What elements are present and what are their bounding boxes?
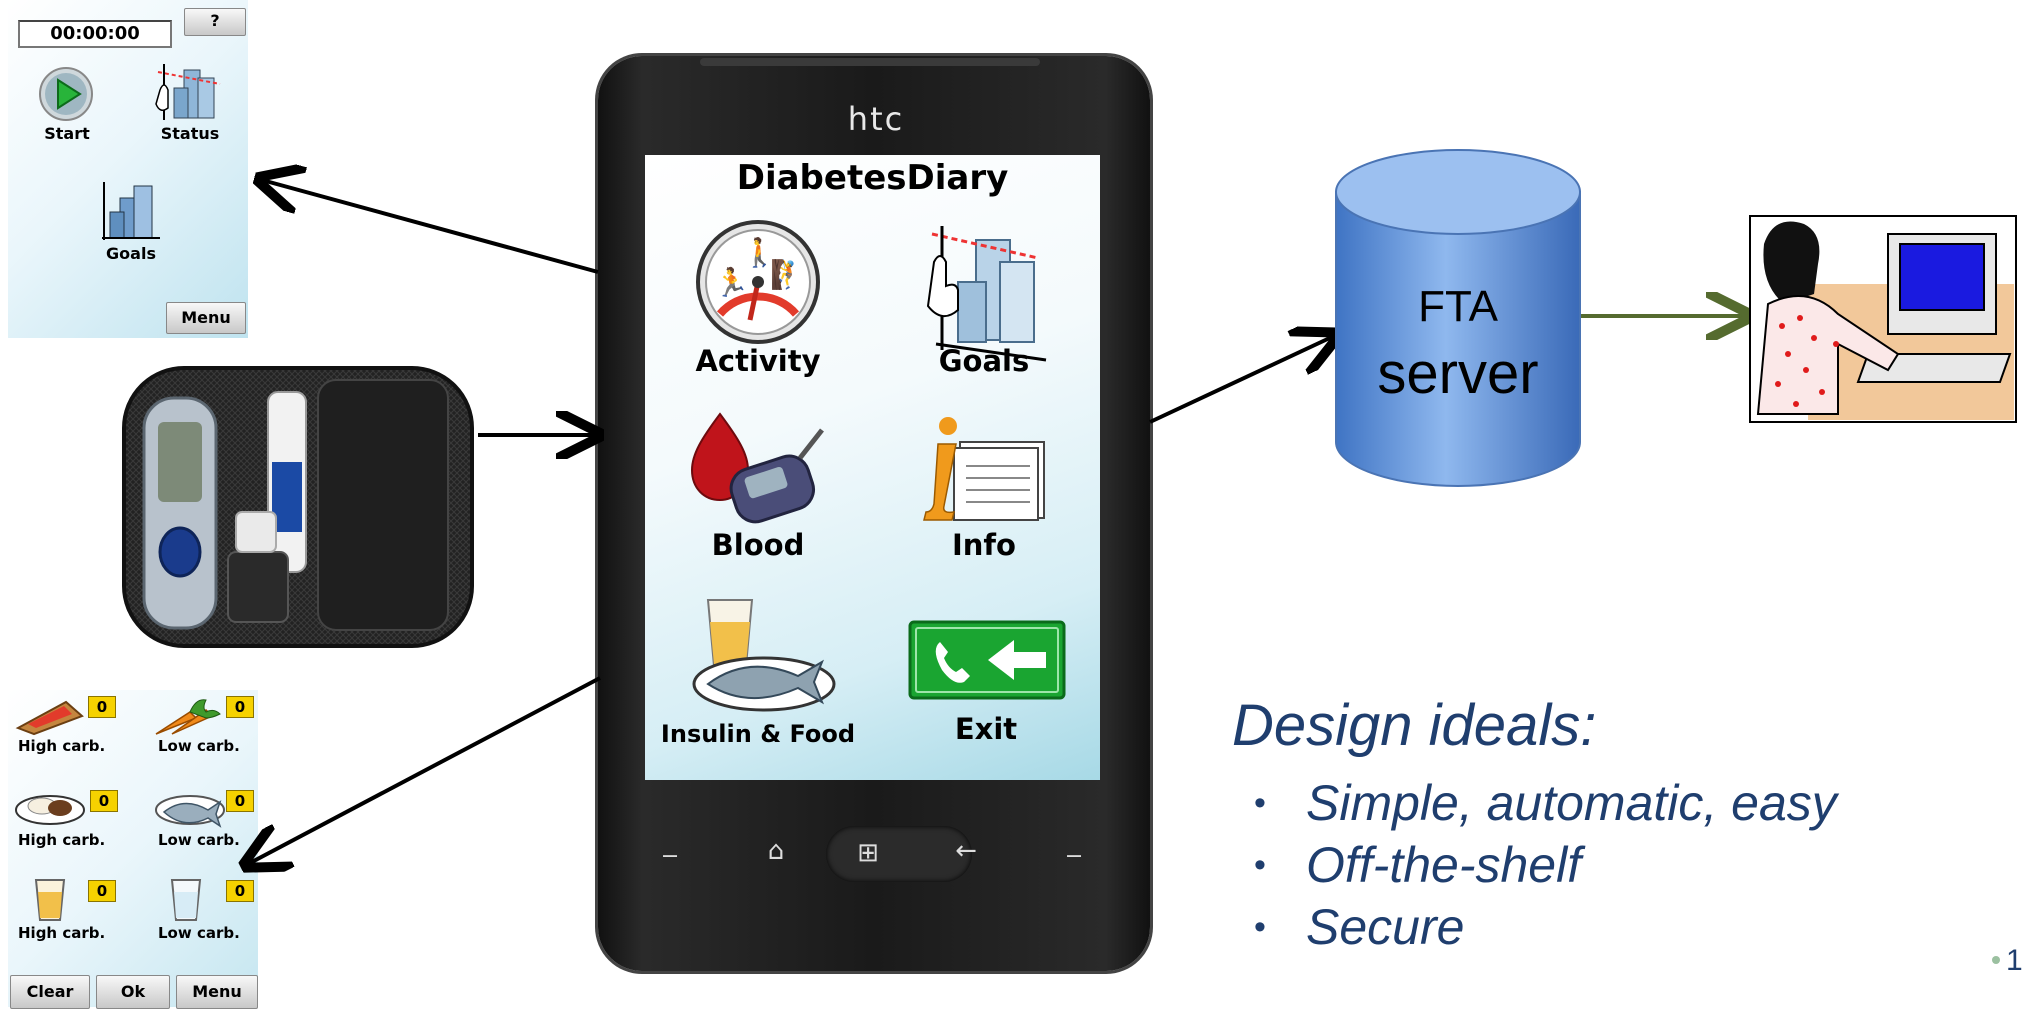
water-glass-icon[interactable] <box>168 876 204 924</box>
food-label: High carb. <box>18 924 106 942</box>
call-key-icon[interactable]: ‒ <box>661 840 679 870</box>
server-label-line1: FTA <box>1418 282 1498 331</box>
bullet-dot: • <box>1254 846 1266 884</box>
design-ideal-item: Off-the-shelf <box>1306 837 1582 893</box>
windows-key-icon[interactable]: ⊞ <box>857 838 879 868</box>
svg-text:🚶: 🚶 <box>742 236 777 269</box>
food-count-badge: 0 <box>88 696 116 718</box>
design-ideal-item: Simple, automatic, easy <box>1306 775 1837 831</box>
goals-chart-icon[interactable] <box>98 178 164 246</box>
food-label: High carb. <box>18 831 106 849</box>
food-count-badge: 0 <box>90 790 118 812</box>
app-title: DiabetesDiary <box>736 158 1009 198</box>
blood-meter-icon[interactable] <box>690 408 830 526</box>
bullet-dot: • <box>1254 784 1266 822</box>
exit-label: Exit <box>954 712 1018 746</box>
timer-display: 00:00:00 <box>18 20 172 48</box>
end-call-key-icon[interactable]: ‒ <box>1065 840 1083 870</box>
menu-button[interactable]: Menu <box>166 302 246 334</box>
back-key-icon[interactable]: ← <box>955 836 977 866</box>
info-label: Info <box>952 528 1016 562</box>
svg-text:🏃: 🏃 <box>714 266 749 299</box>
earpiece <box>700 58 1040 66</box>
help-button[interactable]: ? <box>184 8 246 36</box>
juice-glass-icon[interactable] <box>32 876 68 924</box>
start-icon[interactable] <box>28 66 104 122</box>
goals-chart-icon[interactable] <box>918 222 1050 364</box>
page-number-dot <box>1992 956 2000 964</box>
goals-label: Goals <box>106 244 156 263</box>
clinician-at-computer-illustration <box>1749 215 2017 423</box>
svg-text:🧗: 🧗 <box>770 258 805 291</box>
food-count-badge: 0 <box>88 880 116 902</box>
meal-plate-icon[interactable] <box>14 786 90 828</box>
info-documents-icon[interactable] <box>916 414 1048 524</box>
food-label: High carb. <box>18 737 106 755</box>
hardware-key-pod <box>826 826 972 882</box>
insulin-food-icon[interactable] <box>688 592 838 716</box>
menu-button[interactable]: Menu <box>176 975 258 1009</box>
glucose-meter-kit-image <box>122 366 474 648</box>
carrot-icon[interactable] <box>150 690 226 738</box>
bullet-dot: • <box>1254 908 1266 946</box>
food-label: Low carb. <box>158 737 240 755</box>
food-count-badge: 0 <box>226 790 254 812</box>
start-label: Start <box>44 124 90 143</box>
food-label: Low carb. <box>158 831 240 849</box>
fish-icon[interactable] <box>152 788 228 828</box>
home-key-icon[interactable]: ⌂ <box>767 836 785 866</box>
food-screen-panel <box>8 690 258 1007</box>
food-count-badge: 0 <box>226 880 254 902</box>
food-label: Low carb. <box>158 924 240 942</box>
server-label-line2: server <box>1377 341 1539 406</box>
exit-phone-icon[interactable] <box>908 620 1066 700</box>
activity-gauge-icon[interactable]: 🏃 🚶 🧗 <box>690 218 826 344</box>
status-label: Status <box>160 124 220 143</box>
design-ideal-item: Secure <box>1306 899 1465 955</box>
bread-icon[interactable] <box>14 694 86 736</box>
insulin-food-label: Insulin & Food <box>660 720 856 748</box>
design-ideals-title: Design ideals: <box>1232 693 1597 758</box>
goals-label: Goals <box>938 344 1030 378</box>
blood-label: Blood <box>711 528 805 562</box>
database-cylinder <box>1335 149 1581 487</box>
food-count-badge: 0 <box>226 696 254 718</box>
status-chart-icon[interactable] <box>150 60 226 126</box>
status-screen-panel <box>8 0 248 338</box>
phone-brand-logo: htc <box>847 100 905 138</box>
page-number: 1 <box>2006 944 2023 977</box>
activity-label: Activity <box>695 344 821 378</box>
